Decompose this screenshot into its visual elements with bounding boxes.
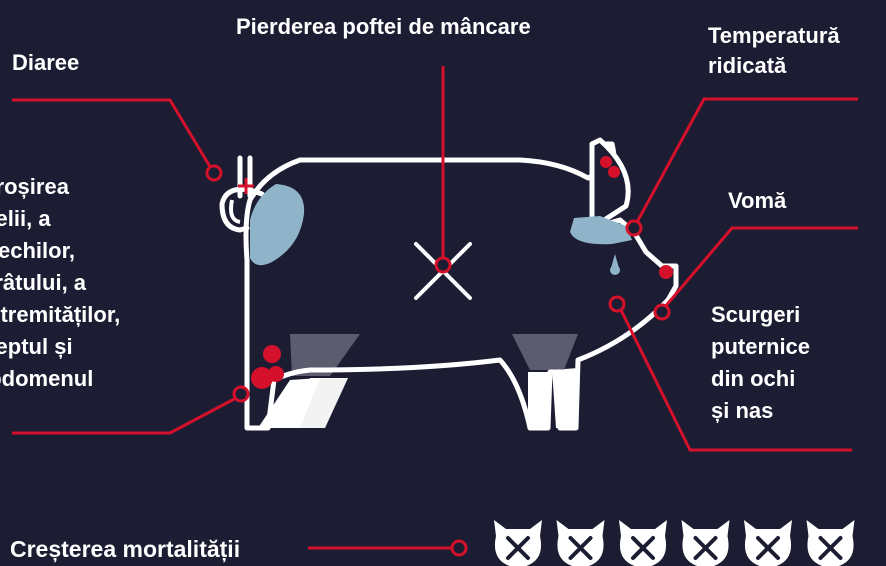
label-redness-line: Înroșirea	[0, 174, 69, 199]
callout-line-fever	[634, 97, 858, 225]
leg-shadow-front	[290, 334, 360, 376]
callout-dot-fever	[625, 219, 643, 237]
tail-cross-marker	[238, 178, 254, 194]
red-spot-ear-1	[600, 156, 612, 168]
pig-tail	[219, 155, 265, 233]
leg-shadow-rear	[512, 334, 578, 370]
red-spot-leg-1	[263, 345, 281, 363]
pig-head-x-icon	[744, 520, 792, 566]
front-right-leg	[300, 378, 348, 428]
callout-line-redness	[12, 395, 239, 435]
label-skin-redness: Înroșirea pielii, a urechilor, a râtului…	[0, 171, 120, 395]
pig-head-x-icon	[681, 520, 730, 566]
label-fever-line: Temperatură	[708, 23, 840, 48]
callout-dot-mortality	[450, 539, 468, 557]
callout-dot-diarrhea	[205, 164, 223, 182]
rear-left-leg	[528, 372, 548, 428]
tear-drop-tip	[611, 254, 619, 268]
label-diarrhea: Diaree	[12, 50, 80, 75]
callout-dot-vomit	[653, 303, 671, 321]
label-discharge-line: Scurgeri	[711, 302, 801, 327]
pig-head-x-icon	[619, 520, 667, 566]
label-discharge-line: și nas	[711, 398, 774, 423]
pig-head-x-icon	[556, 520, 605, 566]
callout-line-vomit	[662, 226, 858, 309]
label-redness-line: abdomenul	[0, 366, 94, 391]
label-redness-line: urechilor,	[0, 238, 76, 263]
callout-line-discharge	[618, 307, 852, 452]
callout-dot-appetite	[434, 256, 452, 274]
label-mortality: Creșterea mortalității	[10, 536, 241, 562]
label-fever-line: ridicată	[708, 53, 787, 78]
callout-dot-discharge	[608, 295, 626, 313]
pig-head-x-icon	[806, 520, 855, 566]
mortality-icons	[494, 520, 855, 566]
pig-legs	[258, 334, 578, 428]
pig-tail-inner	[229, 199, 241, 224]
callout-line-diarrhea	[12, 98, 214, 171]
label-fever: Temperatură ridicată	[708, 21, 840, 81]
red-spot-ear-2	[608, 166, 620, 178]
label-redness-line: extremităților,	[0, 302, 121, 327]
label-redness-line: a râtului, a	[0, 270, 87, 295]
label-discharge-line: puternice	[711, 334, 811, 359]
label-redness-line: pieptul și	[0, 334, 73, 359]
red-spot-leg-3	[268, 366, 284, 382]
cheek-patch	[570, 216, 632, 245]
label-discharge: Scurgeri puternice din ochi și nas	[711, 299, 810, 427]
pig-head-x-icon	[494, 520, 542, 566]
label-vomiting: Vomă	[728, 188, 787, 213]
red-spot-leg-2	[251, 367, 273, 389]
red-spot-snout	[659, 265, 673, 279]
label-appetite-loss: Pierderea poftei de mâncare	[236, 14, 531, 39]
rump-patch	[250, 184, 305, 266]
pig-ear	[589, 137, 631, 231]
callout-dot-redness	[232, 385, 250, 403]
label-discharge-line: din ochi	[711, 366, 796, 391]
label-redness-line: pielii, a	[0, 206, 51, 231]
